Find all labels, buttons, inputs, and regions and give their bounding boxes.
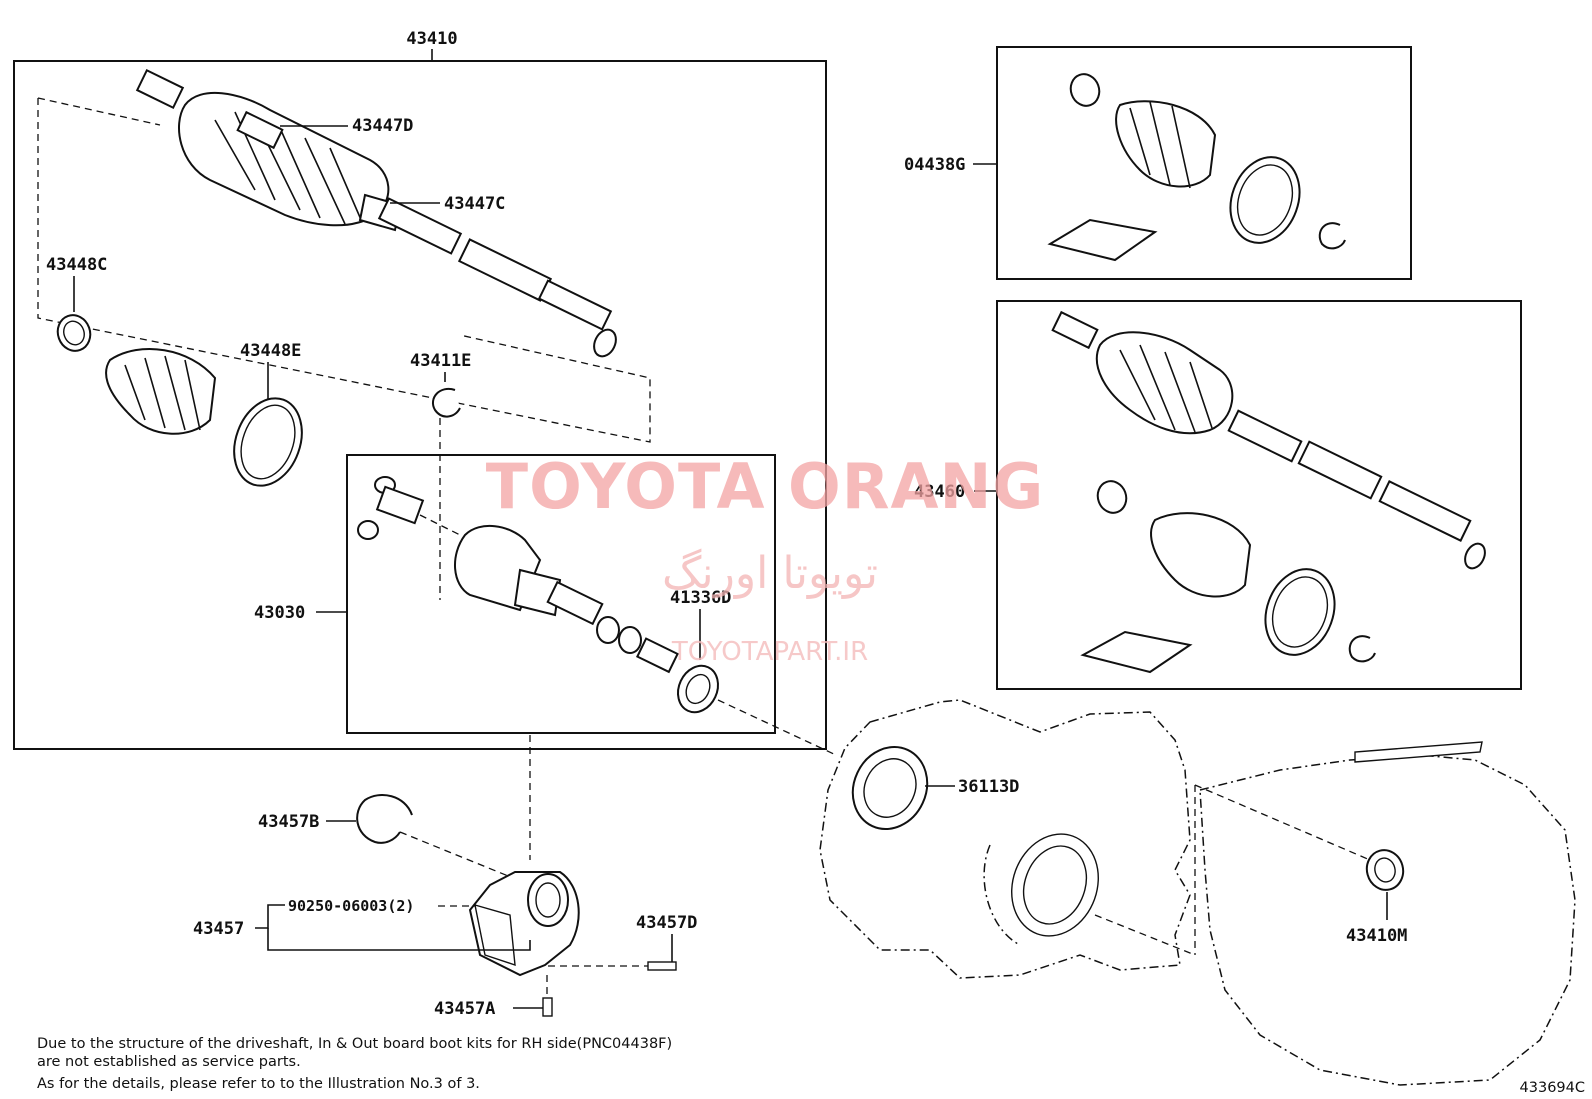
label-43410[interactable]: 43410 <box>406 29 457 49</box>
watermark-brand-fa: تویوتا اورنگ <box>662 548 878 599</box>
label-43030[interactable]: 43030 <box>254 603 305 623</box>
label-04438G[interactable]: 04438G <box>904 155 965 175</box>
label-90250[interactable]: 90250-06003(2) <box>288 897 414 915</box>
snap-ring-43411E-shape <box>432 387 461 418</box>
bearing-bracket-illustration <box>468 871 580 977</box>
note-line-1: Due to the structure of the driveshaft, … <box>37 1036 672 1052</box>
boot-kit-04438G-illustration <box>1047 73 1346 262</box>
label-43447C[interactable]: 43447C <box>444 194 505 214</box>
label-41336D[interactable]: 41336D <box>670 588 731 608</box>
outer-driveshaft-illustration <box>135 69 617 358</box>
rh-shaft-43460-illustration <box>1051 310 1486 674</box>
label-43448C[interactable]: 43448C <box>46 255 107 275</box>
dashed-group-outline <box>37 98 651 443</box>
bolt-43457A-shape <box>542 997 553 1017</box>
label-36113D[interactable]: 36113D <box>958 777 1019 797</box>
note-line-2: are not established as service parts. <box>37 1054 301 1070</box>
label-43448E[interactable]: 43448E <box>240 341 301 361</box>
label-43460[interactable]: 43460 <box>914 482 965 502</box>
inboard-joint-illustration <box>357 476 679 674</box>
transaxle-case-left <box>819 699 1191 979</box>
label-43457B[interactable]: 43457B <box>258 812 319 832</box>
label-43457A[interactable]: 43457A <box>434 999 495 1019</box>
snap-ring-43457B-shape <box>356 794 413 844</box>
label-43411E[interactable]: 43411E <box>410 351 471 371</box>
label-43457D[interactable]: 43457D <box>636 913 697 933</box>
label-43447D[interactable]: 43447D <box>352 116 413 136</box>
label-43457[interactable]: 43457 <box>193 919 244 939</box>
note-line-3: As for the details, please refer to to t… <box>37 1076 480 1092</box>
label-43410M[interactable]: 43410M <box>1346 926 1407 946</box>
frame-driveshaft-assy <box>13 60 827 750</box>
bolt-43457D-shape <box>647 961 677 971</box>
frame-inboard-joint <box>346 454 776 734</box>
watermark-url: TOYOTAPART.IR <box>671 637 868 667</box>
diagram-id: 433694C <box>1520 1080 1585 1096</box>
frame-boot-kit-04438G <box>996 46 1412 280</box>
frame-rh-shaft-43460 <box>996 300 1522 690</box>
watermark-brand: TOYOTA ORANG <box>486 450 1044 523</box>
clamp-43447D-shape <box>236 110 284 150</box>
